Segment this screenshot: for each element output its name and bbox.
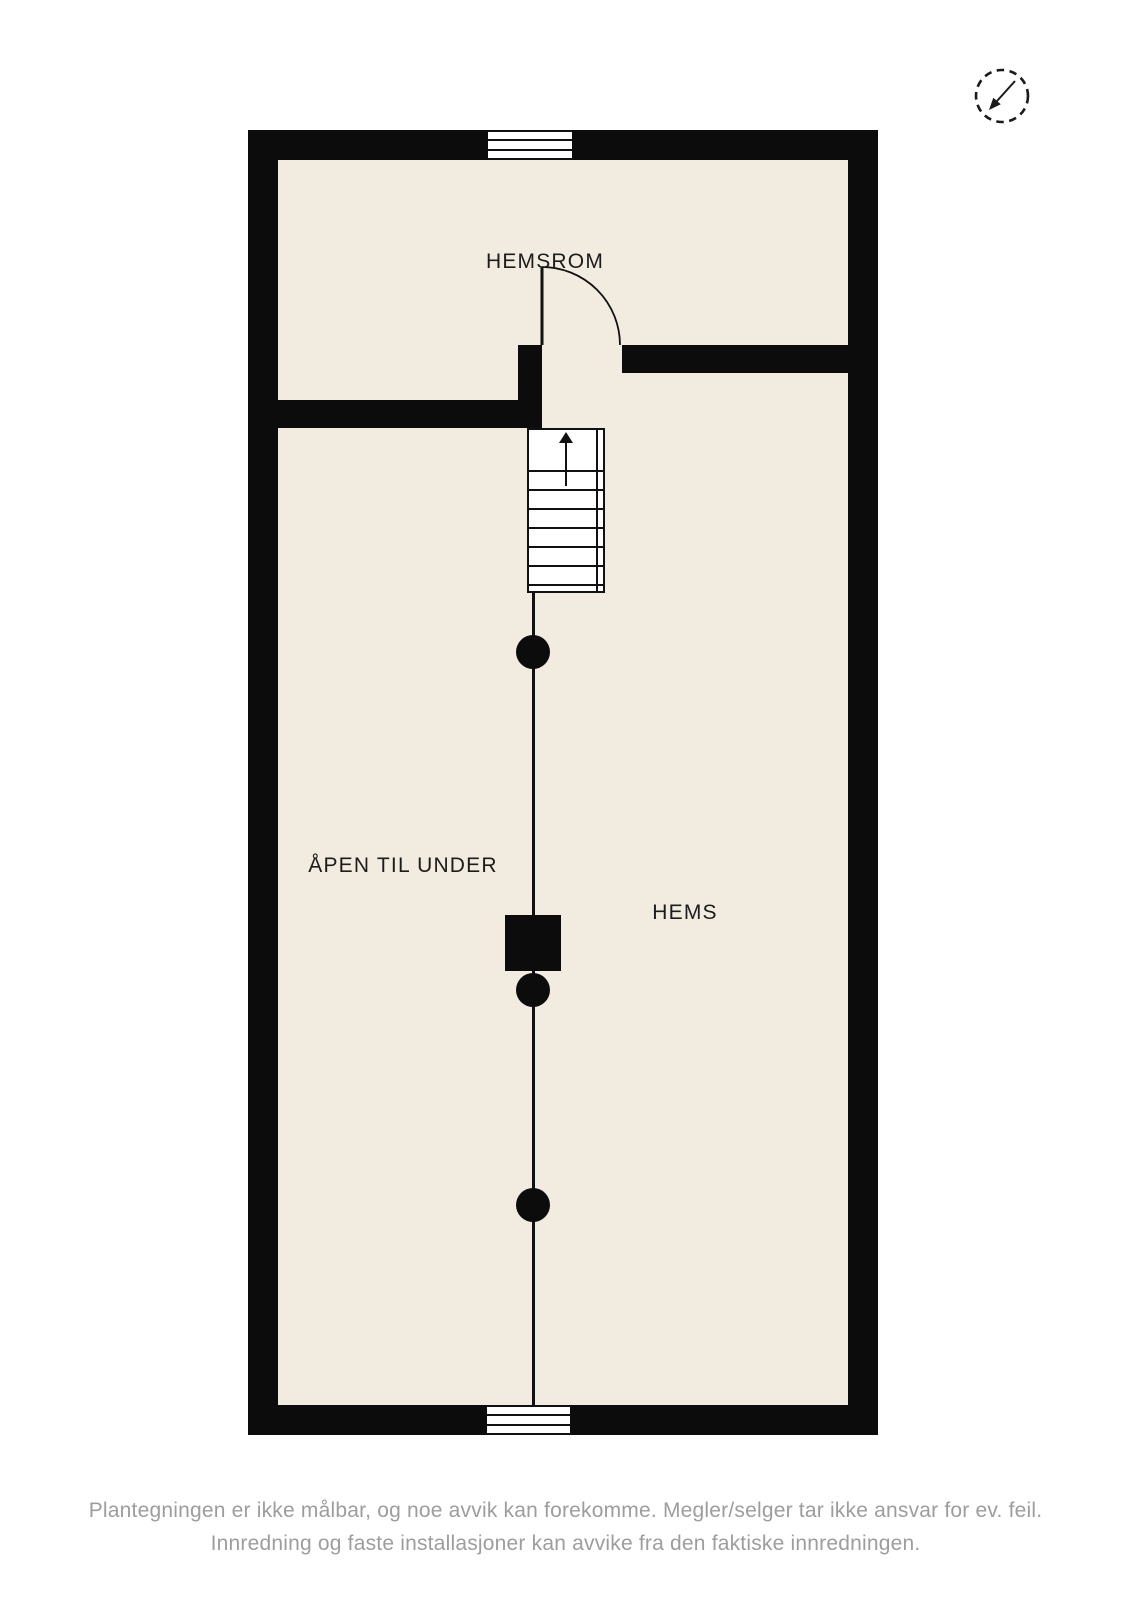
column-post xyxy=(516,635,550,669)
chimney-block xyxy=(505,915,561,971)
room-label-hemsrom: HEMSROM xyxy=(485,250,605,273)
compass-needle xyxy=(989,80,1016,110)
room-label-hems: HEMS xyxy=(652,901,718,924)
stair-treads xyxy=(529,470,603,591)
outer-wall-left xyxy=(248,130,278,1435)
stair-up-arrowhead-icon xyxy=(559,432,573,443)
stair-up-arrow-icon xyxy=(565,442,567,486)
door-swing xyxy=(540,266,621,346)
interior-wall-hemsrom-left xyxy=(278,400,542,428)
floor-plan: HEMSROM ÅPEN TIL UNDER HEMS xyxy=(248,130,878,1435)
outer-wall-right xyxy=(848,130,878,1435)
staircase xyxy=(527,428,605,593)
window-symbol-top xyxy=(488,130,572,160)
disclaimer: Plantegningen er ikke målbar, og noe avv… xyxy=(0,1494,1131,1560)
interior-wall-hemsrom-right xyxy=(622,345,848,373)
disclaimer-line-2: Innredning og faste installasjoner kan a… xyxy=(210,1532,921,1555)
compass-icon xyxy=(974,68,1030,124)
window-symbol-bottom xyxy=(487,1405,570,1435)
room-label-apen-til-under: ÅPEN TIL UNDER xyxy=(308,854,498,877)
disclaimer-line-1: Plantegningen er ikke målbar, og noe avv… xyxy=(88,1499,1043,1522)
stair-stringer-line xyxy=(596,430,598,591)
column-post xyxy=(516,1188,550,1222)
column-post xyxy=(516,973,550,1007)
